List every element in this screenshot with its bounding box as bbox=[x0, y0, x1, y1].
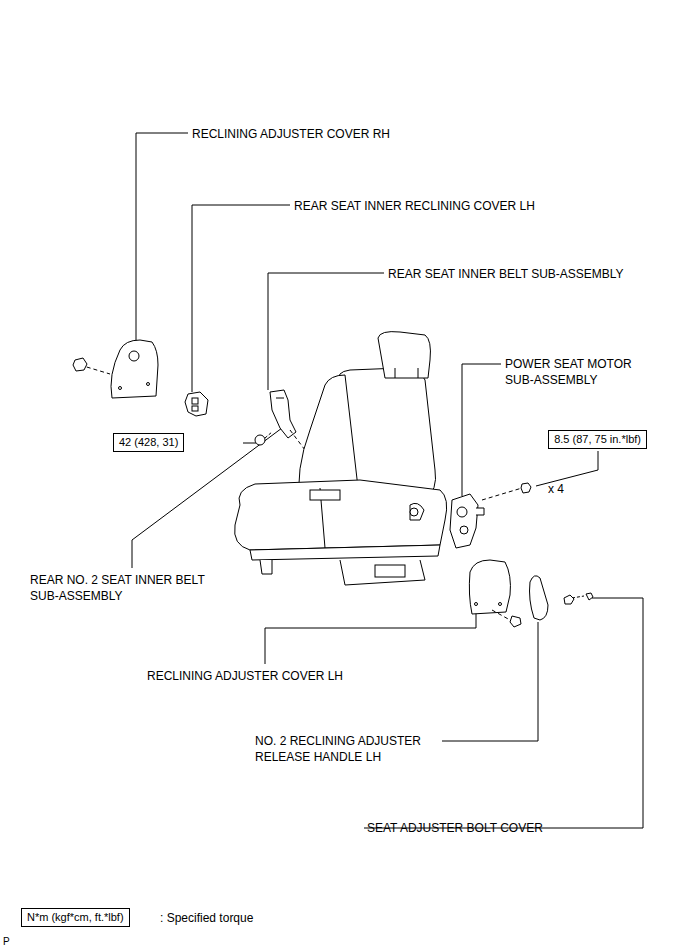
part-name: SEAT ADJUSTER BOLT COVER bbox=[367, 820, 543, 836]
part-name: RECLINING ADJUSTER COVER RH bbox=[192, 126, 390, 142]
release-handle bbox=[530, 576, 594, 620]
torque-value: N*m (kgf*cm, ft.*lbf) bbox=[27, 911, 124, 923]
torque-box: 42 (428, 31) bbox=[113, 433, 184, 452]
power-seat-motor bbox=[450, 483, 531, 548]
cover-rh bbox=[73, 340, 158, 398]
quantity: x 4 bbox=[548, 481, 564, 497]
torque-box: 8.5 (87, 75 in.*lbf) bbox=[548, 430, 647, 449]
torque-value: 42 (428, 31) bbox=[119, 436, 178, 448]
leader-lines bbox=[132, 133, 643, 828]
part-name: REAR SEAT INNER RECLINING COVER LH bbox=[294, 198, 535, 214]
part-name: RECLINING ADJUSTER COVER LH bbox=[147, 668, 343, 684]
torque-box: N*m (kgf*cm, ft.*lbf) bbox=[21, 908, 130, 927]
cover-lh bbox=[469, 560, 521, 627]
rear-seat bbox=[235, 332, 447, 585]
inner-reclining-cover bbox=[185, 392, 208, 416]
part-name: POWER SEAT MOTOR SUB-ASSEMBLY bbox=[505, 356, 655, 388]
page-mark: P bbox=[3, 934, 10, 950]
part-name: NO. 2 RECLINING ADJUSTER RELEASE HANDLE … bbox=[255, 733, 445, 765]
legend-note: : Specified torque bbox=[160, 910, 253, 926]
torque-value: 8.5 (87, 75 in.*lbf) bbox=[554, 433, 641, 445]
part-name: REAR NO. 2 SEAT INNER BELT SUB-ASSEMBLY bbox=[30, 572, 230, 604]
part-name: REAR SEAT INNER BELT SUB-ASSEMBLY bbox=[388, 266, 624, 282]
